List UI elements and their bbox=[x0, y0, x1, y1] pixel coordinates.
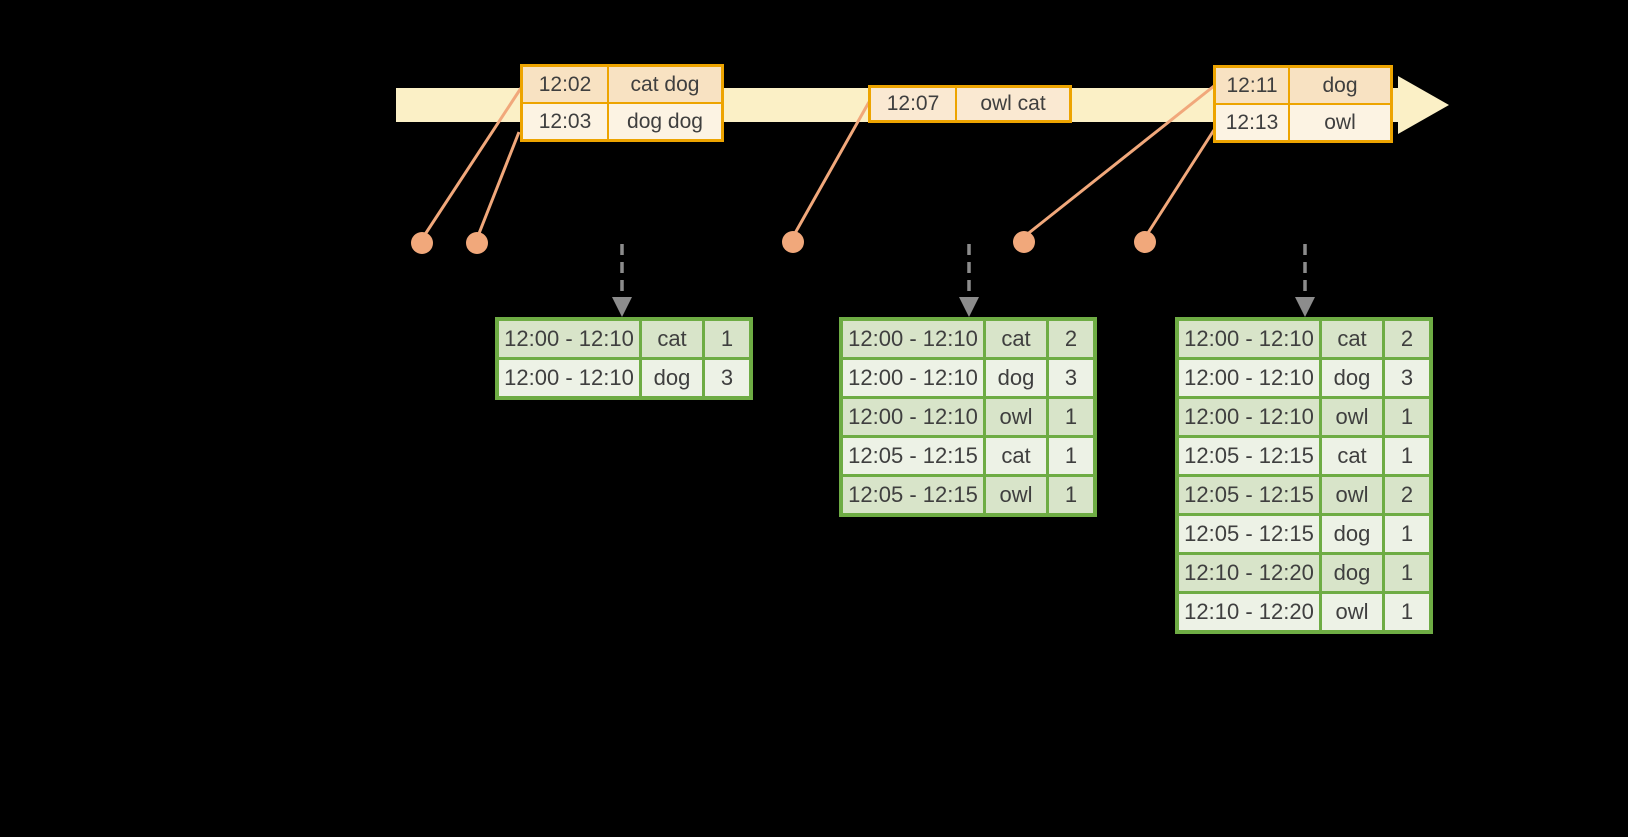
event-dot bbox=[1134, 231, 1156, 253]
window-cell: 12:00 - 12:10 bbox=[499, 321, 639, 357]
window-cell: 12:10 - 12:20 bbox=[1179, 555, 1319, 591]
window-cell: 12:05 - 12:15 bbox=[1179, 516, 1319, 552]
event-words-cell: cat dog bbox=[609, 67, 721, 102]
event-dot bbox=[411, 232, 433, 254]
leader-line bbox=[792, 101, 871, 236]
leader-line bbox=[476, 131, 521, 237]
count-cell: 1 bbox=[1385, 399, 1429, 435]
word-cell: cat bbox=[1322, 438, 1382, 474]
word-cell: dog bbox=[986, 360, 1046, 396]
count-cell: 3 bbox=[1049, 360, 1093, 396]
word-cell: owl bbox=[986, 399, 1046, 435]
count-cell: 1 bbox=[705, 321, 749, 357]
word-cell: owl bbox=[1322, 399, 1382, 435]
timeline-arrowhead-icon bbox=[1398, 76, 1449, 134]
window-cell: 12:05 - 12:15 bbox=[1179, 477, 1319, 513]
window-cell: 12:05 - 12:15 bbox=[843, 477, 983, 513]
word-cell: dog bbox=[1322, 360, 1382, 396]
count-cell: 2 bbox=[1385, 477, 1429, 513]
window-cell: 12:00 - 12:10 bbox=[843, 360, 983, 396]
word-cell: owl bbox=[1322, 477, 1382, 513]
word-cell: owl bbox=[1322, 594, 1382, 630]
word-cell: dog bbox=[1322, 555, 1382, 591]
window-cell: 12:00 - 12:10 bbox=[1179, 321, 1319, 357]
event-words-cell: dog bbox=[1290, 68, 1390, 103]
count-cell: 3 bbox=[1385, 360, 1429, 396]
count-cell: 1 bbox=[1385, 438, 1429, 474]
event-time-cell: 12:13 bbox=[1216, 105, 1288, 140]
word-cell: cat bbox=[986, 438, 1046, 474]
event-time-cell: 12:07 bbox=[871, 88, 955, 120]
count-cell: 1 bbox=[1049, 438, 1093, 474]
window-cell: 12:10 - 12:20 bbox=[1179, 594, 1319, 630]
word-cell: dog bbox=[642, 360, 702, 396]
word-cell: dog bbox=[1322, 516, 1382, 552]
trigger-arrow-icon bbox=[612, 244, 632, 317]
count-cell: 1 bbox=[1049, 399, 1093, 435]
count-cell: 3 bbox=[705, 360, 749, 396]
word-cell: owl bbox=[986, 477, 1046, 513]
count-cell: 1 bbox=[1049, 477, 1093, 513]
event-dot bbox=[466, 232, 488, 254]
window-cell: 12:00 - 12:10 bbox=[843, 321, 983, 357]
count-cell: 2 bbox=[1049, 321, 1093, 357]
window-cell: 12:05 - 12:15 bbox=[1179, 438, 1319, 474]
event-dot bbox=[782, 231, 804, 253]
count-cell: 1 bbox=[1385, 594, 1429, 630]
leader-line bbox=[1024, 84, 1215, 238]
window-cell: 12:00 - 12:10 bbox=[1179, 399, 1319, 435]
event-words-cell: owl cat bbox=[957, 88, 1069, 120]
window-cell: 12:00 - 12:10 bbox=[499, 360, 639, 396]
leader-line bbox=[422, 87, 523, 237]
count-cell: 1 bbox=[1385, 555, 1429, 591]
event-words-cell: owl bbox=[1290, 105, 1390, 140]
count-cell: 1 bbox=[1385, 516, 1429, 552]
trigger-arrow-icon bbox=[959, 244, 979, 317]
window-cell: 12:00 - 12:10 bbox=[843, 399, 983, 435]
trigger-arrow-icon bbox=[1295, 244, 1315, 317]
word-cell: cat bbox=[642, 321, 702, 357]
word-cell: cat bbox=[986, 321, 1046, 357]
event-time-cell: 12:03 bbox=[523, 104, 607, 139]
event-dot bbox=[1013, 231, 1035, 253]
event-time-cell: 12:11 bbox=[1216, 68, 1288, 103]
word-cell: cat bbox=[1322, 321, 1382, 357]
leader-line bbox=[1144, 129, 1216, 237]
window-cell: 12:00 - 12:10 bbox=[1179, 360, 1319, 396]
count-cell: 2 bbox=[1385, 321, 1429, 357]
event-words-cell: dog dog bbox=[609, 104, 721, 139]
event-time-cell: 12:02 bbox=[523, 67, 607, 102]
window-cell: 12:05 - 12:15 bbox=[843, 438, 983, 474]
